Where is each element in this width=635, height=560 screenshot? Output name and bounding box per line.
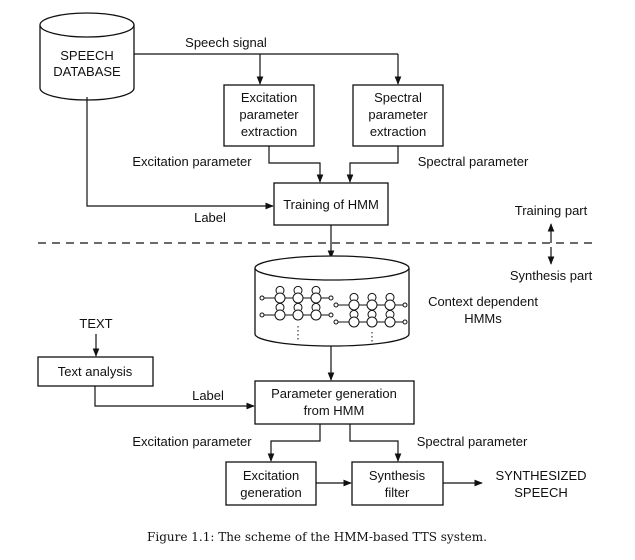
- spectral-extraction-label-2: parameter: [368, 107, 428, 122]
- text-analysis-label: Text analysis: [58, 364, 133, 379]
- training-hmm-label: Training of HMM: [283, 197, 379, 212]
- speech-database-label-1: SPEECH: [60, 48, 113, 63]
- synthesis-part-label: Synthesis part: [510, 268, 593, 283]
- parameter-generation-box: [254, 380, 415, 425]
- excitation-extraction-box: [223, 84, 315, 147]
- spectral-parameter-label-bottom: Spectral parameter: [417, 434, 528, 449]
- context-hmms-cylinder: [254, 255, 410, 347]
- spectral-extraction-label-3: extraction: [370, 124, 426, 139]
- context-hmms-label-1: Context dependent: [428, 294, 538, 309]
- extraction-to-training-connectors: [268, 146, 399, 183]
- training-hmm-box: [273, 182, 389, 226]
- excitation-extraction-label-3: extraction: [241, 124, 297, 139]
- label-text-top: Label: [194, 210, 226, 225]
- speech-database-label-2: DATABASE: [53, 64, 121, 79]
- training-part-label: Training part: [515, 203, 588, 218]
- synthesis-filter-label-2: filter: [385, 485, 410, 500]
- excitation-extraction-label-2: parameter: [239, 107, 299, 122]
- text-analysis-box: [37, 356, 154, 387]
- synthesized-speech-label-1: SYNTHESIZED: [495, 468, 586, 483]
- speech-database-cylinder: [39, 12, 135, 101]
- analysis-to-generation-connector: [94, 386, 255, 410]
- synthesis-filter-label-1: Synthesis: [369, 468, 426, 483]
- excitation-generation-box: [225, 461, 317, 506]
- label-text-bottom: Label: [192, 388, 224, 403]
- excitation-generation-label-2: generation: [240, 485, 301, 500]
- context-hmms-label-2: HMMs: [464, 311, 502, 326]
- excitation-parameter-label-bottom: Excitation parameter: [132, 434, 252, 449]
- spectral-extraction-label-1: Spectral: [374, 90, 422, 105]
- synthesized-speech-label-2: SPEECH: [514, 485, 567, 500]
- database-to-training-connector: [86, 97, 274, 210]
- parameter-generation-label-2: from HMM: [304, 403, 365, 418]
- speech-signal-connector: [134, 53, 402, 85]
- spectral-parameter-label-top: Spectral parameter: [418, 154, 529, 169]
- excitation-extraction-label-1: Excitation: [241, 90, 297, 105]
- generation-to-output-connectors: [267, 424, 402, 462]
- excitation-parameter-label-top: Excitation parameter: [132, 154, 252, 169]
- speech-signal-label: Speech signal: [185, 35, 267, 50]
- spectral-extraction-box: [352, 84, 444, 147]
- figure-caption: Figure 1.1: The scheme of the HMM-based …: [147, 530, 487, 544]
- hmm-state-chains: [259, 285, 408, 345]
- excitation-generation-label-1: Excitation: [243, 468, 299, 483]
- text-input-label: TEXT: [79, 316, 112, 331]
- parameter-generation-label-1: Parameter generation: [271, 386, 397, 401]
